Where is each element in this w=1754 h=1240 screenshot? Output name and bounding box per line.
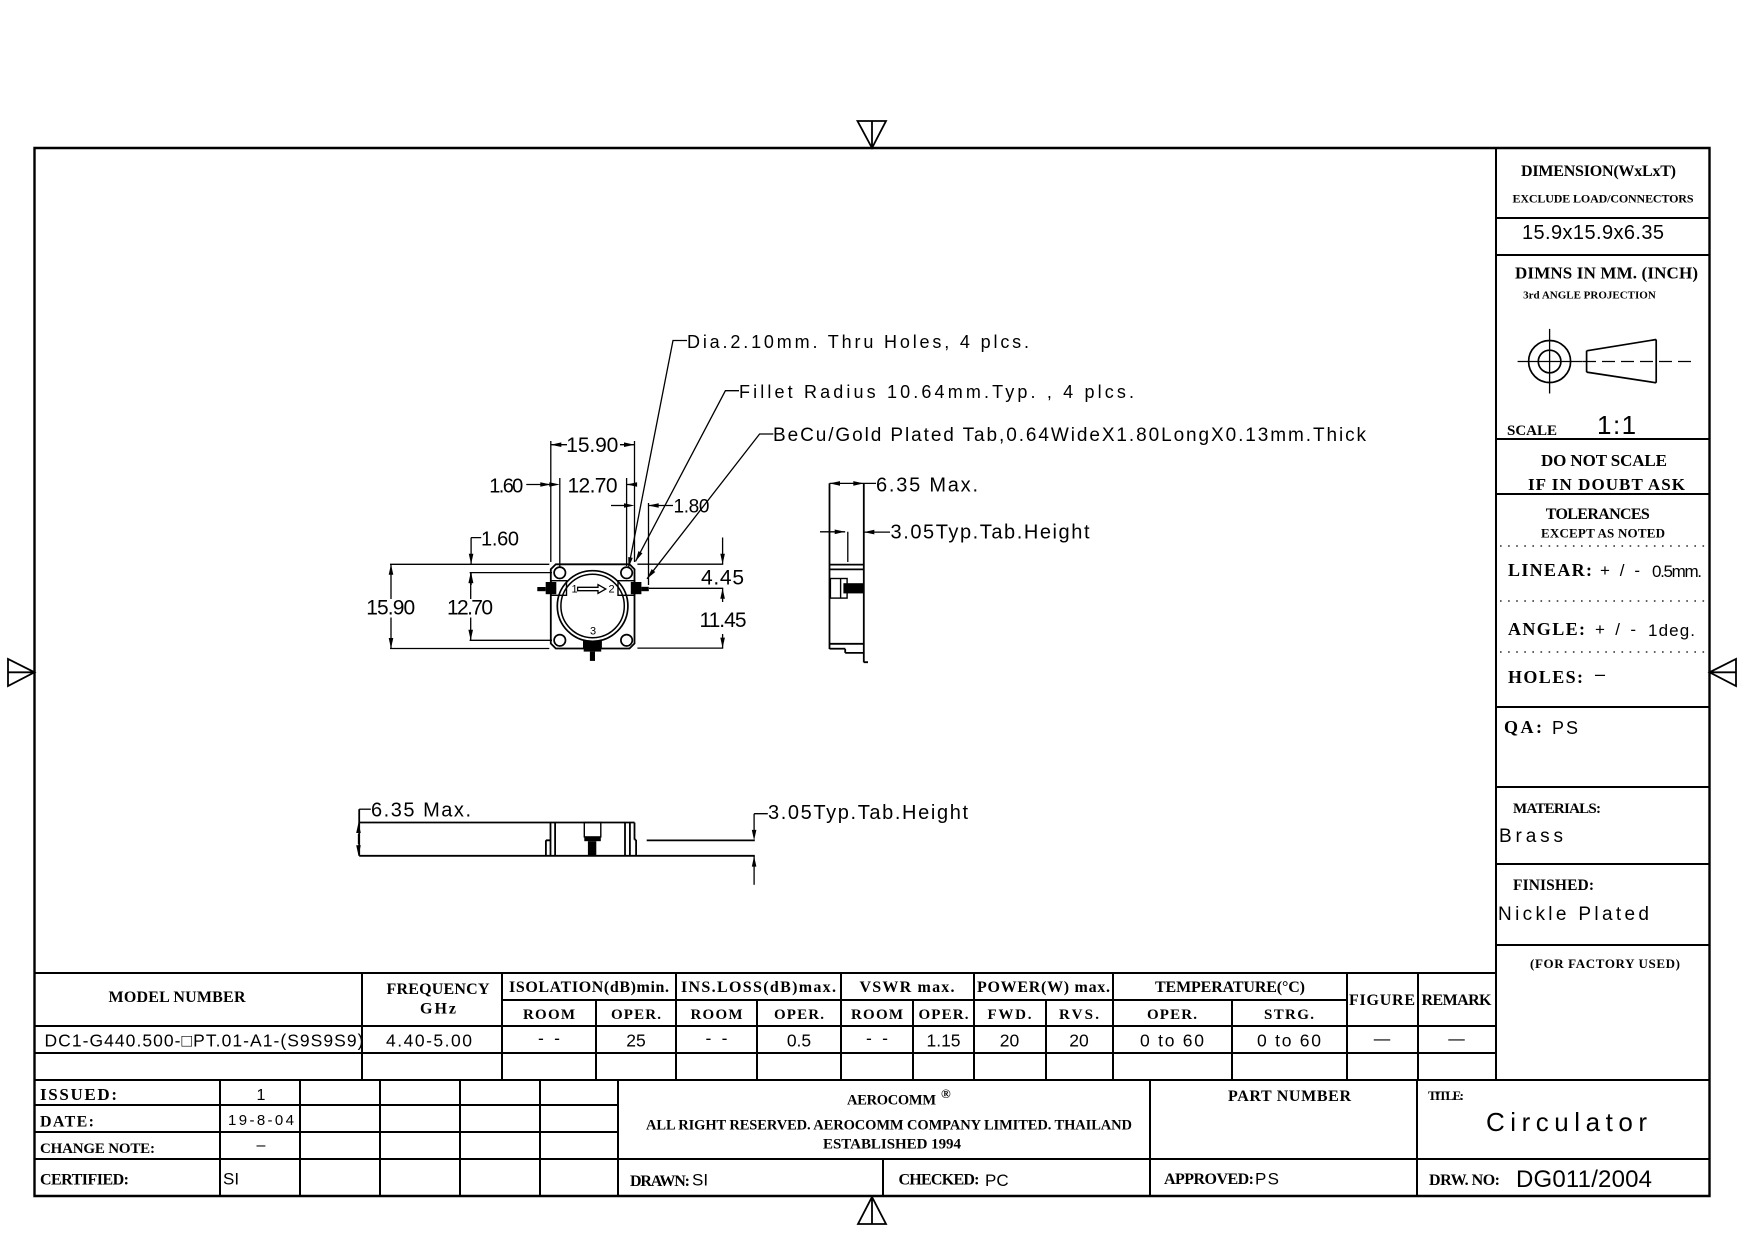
svg-text:19-8-04: 19-8-04	[228, 1112, 294, 1129]
svg-text:15.9x15.9x6.35: 15.9x15.9x6.35	[1522, 222, 1664, 244]
svg-text:ROOM: ROOM	[851, 1007, 903, 1023]
svg-text:DG011/2004: DG011/2004	[1516, 1166, 1652, 1193]
svg-text:DIMENSION(WxLxT): DIMENSION(WxLxT)	[1521, 163, 1676, 180]
svg-text:AEROCOMM: AEROCOMM	[847, 1093, 936, 1109]
svg-text:MATERIALS:: MATERIALS:	[1513, 801, 1601, 817]
svg-text:Dia.2.10mm. Thru Holes, 4: Dia.2.10mm. Thru Holes, 4 plcs.	[687, 332, 1029, 352]
svg-text:STRG.: STRG.	[1264, 1007, 1314, 1023]
svg-text:11.45: 11.45	[700, 609, 747, 632]
svg-text:15.90: 15.90	[566, 434, 618, 457]
svg-text:PS: PS	[1552, 718, 1578, 738]
svg-text:1.60: 1.60	[489, 476, 523, 498]
svg-text:20: 20	[1069, 1031, 1089, 1051]
svg-text:Circulator: Circulator	[1486, 1107, 1647, 1137]
svg-text:PART NUMBER: PART NUMBER	[1228, 1088, 1351, 1105]
svg-text:0 to 60: 0 to 60	[1257, 1031, 1321, 1051]
svg-text:ROOM: ROOM	[691, 1007, 743, 1023]
svg-text:HOLES:: HOLES:	[1508, 667, 1583, 687]
svg-text:APPROVED:: APPROVED:	[1164, 1171, 1254, 1188]
svg-text:BeCu/Gold Plated Tab,0.64Wid: BeCu/Gold Plated Tab,0.64WideX1.80LongX0…	[773, 425, 1367, 446]
svg-text:DRW. NO:: DRW. NO:	[1429, 1172, 1500, 1189]
svg-text:ISOLATION(dB)min.: ISOLATION(dB)min.	[509, 979, 669, 996]
svg-text:4.40-5.00: 4.40-5.00	[386, 1031, 472, 1051]
svg-text:CHECKED:: CHECKED:	[899, 1172, 980, 1189]
svg-text:DRAWN:: DRAWN:	[630, 1173, 690, 1190]
svg-text:FIGURE: FIGURE	[1349, 992, 1415, 1009]
svg-text:1.15: 1.15	[926, 1031, 960, 1051]
svg-text:INS.LOSS(dB)max.: INS.LOSS(dB)max.	[681, 979, 836, 996]
svg-text:ROOM: ROOM	[523, 1007, 575, 1023]
svg-text:OPER.: OPER.	[774, 1007, 824, 1023]
svg-text:–: –	[1595, 664, 1605, 684]
svg-text:CERTIFIED:: CERTIFIED:	[40, 1172, 129, 1189]
svg-text:12.70: 12.70	[568, 475, 618, 498]
svg-text:SI: SI	[692, 1171, 708, 1190]
svg-text:1.60: 1.60	[481, 529, 519, 551]
svg-text:1:1: 1:1	[1597, 410, 1638, 440]
svg-text:TEMPERATURE(°C): TEMPERATURE(°C)	[1155, 979, 1305, 996]
svg-text:6.35 Max.: 6.35 Max.	[876, 475, 978, 497]
svg-text:Nickle Plated: Nickle Plated	[1498, 904, 1649, 925]
svg-text:FINISHED:: FINISHED:	[1513, 877, 1594, 894]
svg-text:1.80: 1.80	[674, 497, 710, 518]
svg-text:IF IN DOUBT ASK: IF IN DOUBT ASK	[1528, 475, 1686, 494]
svg-text:0 to 60: 0 to 60	[1140, 1031, 1204, 1051]
svg-text:(FOR FACTORY USED): (FOR FACTORY USED)	[1530, 956, 1680, 971]
svg-text:OPER.: OPER.	[919, 1007, 969, 1023]
svg-text:QA:: QA:	[1504, 717, 1542, 737]
svg-text:SI: SI	[223, 1170, 239, 1189]
svg-text:®: ®	[941, 1086, 951, 1101]
svg-text:EXCEPT AS NOTED: EXCEPT AS NOTED	[1541, 526, 1665, 541]
svg-text:—: —	[1448, 1030, 1465, 1048]
svg-text:PS: PS	[1255, 1170, 1279, 1189]
svg-text:RVS.: RVS.	[1059, 1007, 1099, 1023]
svg-text:POWER(W) max.: POWER(W) max.	[977, 979, 1110, 996]
svg-text:20: 20	[1000, 1031, 1020, 1051]
svg-text:Fillet Radius 10.64mm.Typ.: Fillet Radius 10.64mm.Typ. , 4 plcs.	[739, 382, 1134, 402]
svg-text:OPER.: OPER.	[1147, 1007, 1197, 1023]
svg-text:3: 3	[590, 626, 596, 638]
svg-text:6.35 Max.: 6.35 Max.	[371, 800, 471, 822]
svg-text:ANGLE:: ANGLE:	[1508, 619, 1585, 639]
svg-text:TITLE:: TITLE:	[1428, 1088, 1464, 1103]
svg-text:–: –	[257, 1137, 266, 1154]
svg-text:LINEAR:: LINEAR:	[1508, 560, 1592, 580]
svg-text:FWD.: FWD.	[988, 1007, 1032, 1023]
svg-text:FREQUENCY: FREQUENCY	[387, 981, 490, 998]
svg-text:DO NOT SCALE: DO NOT SCALE	[1541, 451, 1667, 470]
svg-text:ESTABLISHED 1994: ESTABLISHED 1994	[823, 1137, 962, 1153]
svg-text:MODEL NUMBER: MODEL NUMBER	[109, 989, 246, 1006]
svg-text:GHz: GHz	[420, 1001, 456, 1018]
svg-text:25: 25	[626, 1031, 645, 1051]
svg-text:15.90: 15.90	[366, 597, 415, 620]
svg-text:0.5mm.: 0.5mm.	[1652, 562, 1702, 581]
svg-text:PC: PC	[985, 1171, 1009, 1190]
svg-text:DATE:: DATE:	[40, 1114, 94, 1131]
svg-text:—: —	[1374, 1030, 1391, 1048]
svg-text:1: 1	[257, 1087, 266, 1104]
svg-text:EXCLUDE LOAD/CONNECTORS: EXCLUDE LOAD/CONNECTORS	[1513, 192, 1694, 206]
svg-text:Brass: Brass	[1499, 826, 1563, 847]
svg-text:2: 2	[608, 584, 614, 596]
svg-text:VSWR max.: VSWR max.	[860, 979, 955, 996]
svg-text:TOLERANCES: TOLERANCES	[1546, 506, 1650, 523]
svg-text:12.70: 12.70	[447, 597, 493, 620]
svg-text:4.45: 4.45	[701, 567, 744, 590]
svg-text:3rd ANGLE PROJECTION: 3rd ANGLE PROJECTION	[1523, 290, 1656, 302]
svg-text:1deg.: 1deg.	[1648, 621, 1695, 640]
svg-text:CHANGE NOTE:: CHANGE NOTE:	[40, 1141, 155, 1157]
svg-text:ISSUED:: ISSUED:	[40, 1085, 117, 1104]
svg-text:+/-: +/-	[1600, 561, 1640, 580]
svg-text:DC1-G440.500-□PT.01-A1-(S9S9S9: DC1-G440.500-□PT.01-A1-(S9S9S9)	[45, 1031, 364, 1051]
svg-text:DIMNS IN MM. (INCH): DIMNS IN MM. (INCH)	[1515, 264, 1698, 283]
svg-text:0.5: 0.5	[787, 1031, 811, 1051]
svg-text:ALL RIGHT RESERVED. AEROCOMM C: ALL RIGHT RESERVED. AEROCOMM COMPANY LIM…	[646, 1118, 1132, 1134]
svg-text:REMARK: REMARK	[1422, 992, 1493, 1009]
svg-text:1: 1	[571, 584, 577, 596]
svg-text:SCALE: SCALE	[1507, 423, 1557, 439]
svg-text:+/-: +/-	[1595, 620, 1636, 639]
svg-text:OPER.: OPER.	[611, 1007, 661, 1023]
